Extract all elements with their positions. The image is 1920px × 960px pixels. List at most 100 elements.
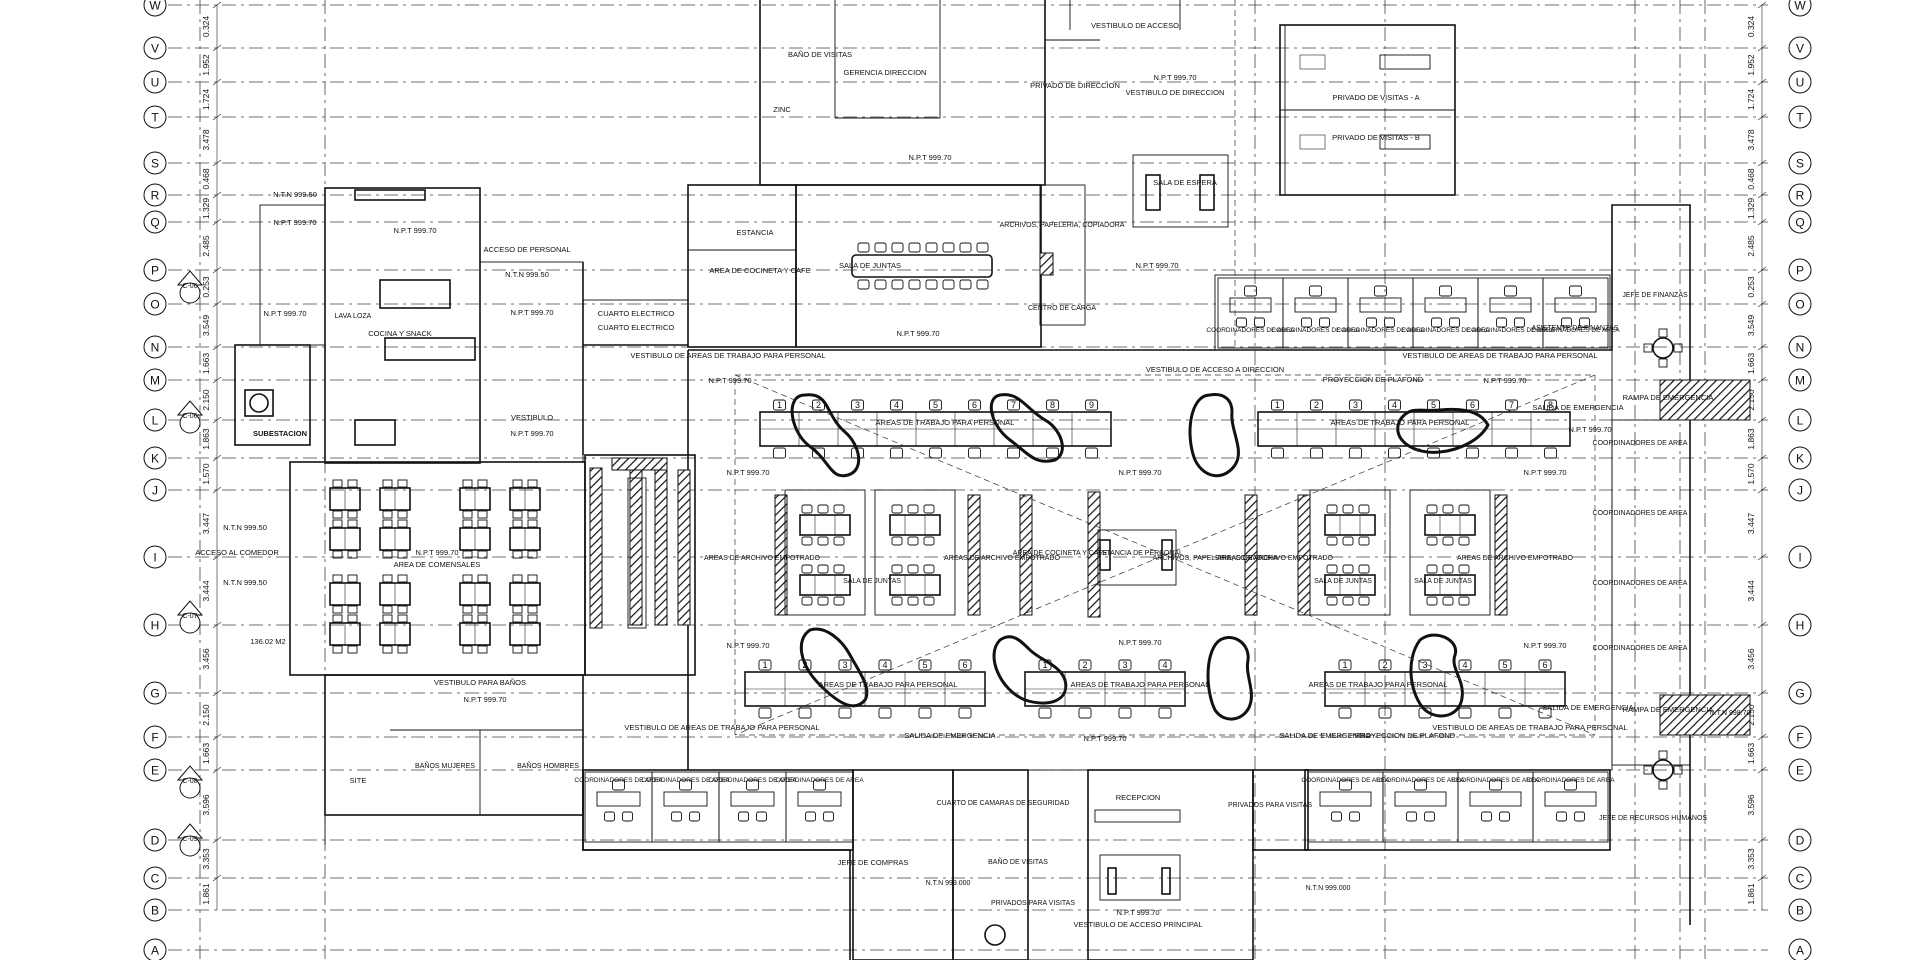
- dimension-value: 1.329: [1746, 198, 1756, 220]
- grid-axis-bubble: E: [1788, 758, 1812, 782]
- office-desk: [1299, 134, 1431, 150]
- dimension-value: 3.478: [201, 129, 211, 151]
- grid-axis-label: R: [151, 189, 160, 203]
- grid-axis-label: N: [151, 341, 160, 355]
- grid-axis-label: G: [1795, 687, 1804, 701]
- dining-table: [459, 519, 491, 559]
- grid-axis-bubble: I: [143, 545, 167, 569]
- desk-number: 2: [1082, 660, 1087, 670]
- label-ntn-999-b: N.T.N 999.000: [1306, 885, 1351, 892]
- label-acceso-comedor: ACCESO AL COMEDOR: [195, 548, 279, 557]
- grid-axis-bubble: H: [1788, 613, 1812, 637]
- grid-axis-bubble: S: [1788, 151, 1812, 175]
- grid-axis-label: S: [1796, 157, 1804, 171]
- label-npt-b1: N.P.T 999.70: [726, 641, 769, 650]
- dimension-value: 3.353: [201, 848, 211, 870]
- label-npt-2: N.P.T 999.70: [1135, 261, 1178, 270]
- label-coordinadores-r4: COORDINADORES DE AREA: [1593, 645, 1688, 652]
- round-table: [1643, 750, 1683, 790]
- label-site: SITE: [350, 776, 367, 785]
- label-vest-trabajo-3: VESTIBULO DE AREAS DE TRABAJO PARA PERSO…: [624, 723, 819, 732]
- coordinator-label: COORDINADORES DE AREA: [1271, 327, 1360, 334]
- grid-axis-bubble: P: [1788, 258, 1812, 282]
- label-npt-se2: N.P.T 999.70: [1083, 734, 1126, 743]
- section-tag: C-09: [176, 823, 204, 857]
- coordinator-office: [1217, 277, 1284, 349]
- label-privado-direccion: PRIVADO DE DIRECCION: [1030, 81, 1120, 90]
- grid-axis-bubble: B: [143, 898, 167, 922]
- section-tag: C-08: [176, 765, 204, 799]
- label-ntn-kitchen: N.T.N 999.50: [273, 190, 317, 199]
- office-furniture: [244, 54, 1683, 946]
- grid-axis-bubble: U: [143, 70, 167, 94]
- label-jefe-rh: JEFE DE RECURSOS HUMANOS: [1599, 815, 1707, 822]
- label-salida-emergencia-1: SALIDA DE EMERGENCIA: [1532, 403, 1623, 412]
- dining-table: [329, 479, 361, 519]
- label-vestibulo: VESTIBULO: [511, 413, 553, 422]
- desk-number: 3: [1422, 660, 1427, 670]
- grid-axis-label: N: [1796, 341, 1805, 355]
- grid-axis-bubble: B: [1788, 898, 1812, 922]
- dining-table: [379, 614, 411, 654]
- coordinator-label: COORDINADORES DE AREA: [1336, 327, 1425, 334]
- desk-number: 1: [777, 400, 782, 410]
- desk-number: 6: [962, 660, 967, 670]
- dimension-value: 1.329: [201, 198, 211, 220]
- grid-axis-label: B: [151, 904, 159, 918]
- dimension-value: 1.663: [201, 353, 211, 375]
- label-vest-acceso-dir: VESTIBULO DE ACCESO A DIRECCION: [1146, 365, 1284, 374]
- label-sala-espera: SALA DE ESPERA: [1153, 178, 1217, 187]
- desk-row: [1324, 659, 1566, 719]
- grid-axis-label: V: [1796, 42, 1804, 56]
- grid-axis-label: Q: [1795, 216, 1804, 230]
- label-privados-visitas-1: PRIVADOS PARA VISITAS: [991, 900, 1075, 907]
- dimension-value: 2.485: [201, 235, 211, 257]
- grid-axis-label: J: [1797, 484, 1803, 498]
- desk-number: 8: [1548, 400, 1553, 410]
- desk-number: 2: [816, 400, 821, 410]
- grid-axis-label: E: [151, 764, 159, 778]
- meeting-table-group: [784, 489, 866, 616]
- label-archivo-2: AREAS DE ARCHIVO EMPOTRADO: [944, 555, 1060, 562]
- desk-number: 5: [1431, 400, 1436, 410]
- grid-axis-label: H: [151, 619, 160, 633]
- coordinator-office: [1477, 277, 1544, 349]
- grid-axis-bubble: G: [1788, 681, 1812, 705]
- dining-table: [329, 614, 361, 654]
- grid-axis-bubble: L: [143, 408, 167, 432]
- coordinator-office: [1382, 771, 1459, 843]
- grid-axis-label: U: [151, 76, 160, 90]
- dining-table: [509, 574, 541, 614]
- grid-axis-bubble: L: [1788, 408, 1812, 432]
- desk-number: 8: [1050, 400, 1055, 410]
- desk-number: 1: [1275, 400, 1280, 410]
- label-npt-b2: N.P.T 999.70: [1118, 638, 1161, 647]
- desk-number: 1: [1342, 660, 1347, 670]
- label-areas-trabajo-4: AREAS DE TRABAJO PARA PERSONAL: [1071, 680, 1210, 689]
- dimension-value: 1.863: [201, 428, 211, 450]
- grid-axis-bubble: H: [143, 613, 167, 637]
- label-centro-carga: CENTRO DE CARGA: [1028, 305, 1096, 312]
- dimension-value: 3.596: [1746, 794, 1756, 816]
- label-privados-visitas-2: PRIVADOS PARA VISITAS: [1228, 802, 1312, 809]
- coordinator-office: [1347, 277, 1414, 349]
- grid-axis-label: O: [150, 298, 159, 312]
- grid-axis-bubble: Q: [1788, 210, 1812, 234]
- label-cocina-snack: COCINA Y SNACK: [368, 329, 432, 338]
- grid-axis-label: P: [1796, 264, 1804, 278]
- label-archivo-3: AREAS DE ARCHIVO EMPOTRADO: [1217, 555, 1333, 562]
- dimension-value: 2.150: [1746, 704, 1756, 726]
- grid-axis-label: L: [1797, 414, 1804, 428]
- desk-number: 4: [882, 660, 887, 670]
- label-area-comensales: AREA DE COMENSALES: [394, 560, 481, 569]
- label-npt-se1: N.P.T 999.70: [1568, 425, 1611, 434]
- ceiling-projection: [734, 0, 1596, 736]
- meeting-table-group: [1309, 489, 1391, 616]
- label-npt-kitchen: N.P.T 999.70: [273, 218, 316, 227]
- desk-number: 4: [1392, 400, 1397, 410]
- label-rampa-2: RAMPA DE EMERGENCIA: [1623, 705, 1714, 714]
- grid-axis-label: A: [151, 944, 159, 958]
- label-rampa-1: RAMPA DE EMERGENCIA: [1623, 393, 1714, 402]
- desk-number: 3: [1353, 400, 1358, 410]
